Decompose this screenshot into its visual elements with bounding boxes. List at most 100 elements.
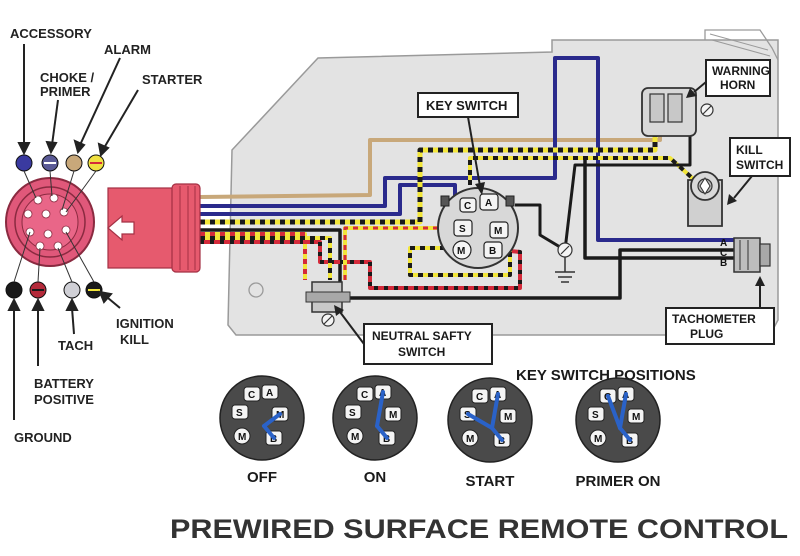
label-choke-primer-2: PRIMER (40, 84, 91, 99)
key-position-label: START (466, 473, 515, 490)
label-starter: STARTER (142, 72, 203, 87)
housing-tab (704, 29, 779, 61)
dial-terminal-letter: C (248, 390, 255, 401)
dial-terminal (589, 429, 607, 447)
svg-text:M: M (494, 226, 502, 237)
label-arrows (7, 44, 139, 420)
key-switch: C A S M M B (437, 187, 519, 269)
key-position-label: OFF (247, 469, 277, 486)
tach-plug-body (733, 237, 761, 273)
dot-tach (63, 281, 81, 299)
tach-terminal-c: C (720, 248, 727, 259)
label-ignition-kill-1: IGNITION (116, 316, 174, 331)
callout-tach-plug-text-1: TACHOMETER (672, 312, 756, 326)
warning-horn (641, 87, 714, 137)
dial-terminal (356, 386, 374, 402)
wire-black-tach-shield (583, 160, 735, 260)
dial-terminal-letter: M (632, 412, 640, 423)
dial-contact-a (618, 392, 628, 430)
callout-tach-plug-text-2: PLUG (690, 327, 723, 341)
wire-blue-accessory (200, 183, 457, 216)
label-battery-positive-2: POSITIVE (34, 392, 94, 407)
callout-kill-switch: KILL SWITCH (727, 137, 791, 205)
dot-ground (5, 281, 23, 299)
wire-blue-tach-loop (200, 56, 735, 242)
dial-terminal-letter: M (389, 410, 397, 421)
wire-labels: ACCESSORY CHOKE / PRIMER ALARM STARTER I… (10, 26, 203, 445)
neutral-safety-switch (305, 281, 351, 327)
dial-terminal (461, 429, 479, 447)
dial-contact-c (606, 394, 622, 430)
dial-contact-b (490, 426, 504, 442)
dial-terminal (346, 427, 364, 445)
callout-key-switch-text: KEY SWITCH (426, 98, 507, 113)
svg-text:C: C (464, 201, 471, 212)
dot-accessory (15, 154, 33, 172)
dial-contact-a (490, 392, 500, 430)
dial-terminal-letter: M (238, 432, 246, 443)
dial-terminal-letter: M (594, 434, 602, 445)
wire-black-ground (200, 228, 735, 300)
pin-connector (5, 177, 95, 267)
dial-terminal (233, 427, 251, 445)
callout-warning-horn-text-1: WARNING (712, 64, 770, 78)
label-ignition-kill-2: KILL (120, 332, 149, 347)
dial-terminal-letter: C (476, 392, 483, 403)
callout-tachometer-plug: TACHOMETER PLUG (665, 276, 775, 345)
label-alarm: ALARM (104, 42, 151, 57)
plug-arrow-icon (107, 214, 135, 242)
tach-terminal-a: A (720, 238, 727, 249)
dial-terminal-letter: A (266, 388, 273, 399)
connector-pins (23, 193, 71, 251)
kill-switch (687, 171, 723, 227)
svg-text:A: A (485, 198, 492, 209)
footer-title: PREWIRED SURFACE REMOTE CONTROL (170, 514, 788, 544)
dial-contact-b (375, 424, 389, 440)
dial-terminal (243, 386, 261, 402)
dial-terminal-letter: M (351, 432, 359, 443)
callout-neutral-text-1: NEUTRAL SAFTY (372, 329, 472, 343)
label-tach: TACH (58, 338, 93, 353)
dial-terminal-letter: M (504, 412, 512, 423)
wire-color-dots (5, 154, 105, 299)
tach-terminal-b: B (720, 258, 727, 269)
label-accessory: ACCESSORY (10, 26, 92, 41)
svg-text:B: B (489, 246, 496, 257)
svg-text:M: M (457, 246, 465, 257)
dot-alarm (65, 154, 83, 172)
key-switch-terminals: C A S M M B (452, 193, 509, 260)
callout-warning-horn: WARNING HORN (686, 59, 771, 98)
dial-terminal (384, 406, 402, 422)
dial-terminal (231, 404, 249, 420)
ground-terminal (555, 242, 575, 283)
dial-terminal-letter: S (236, 408, 243, 419)
label-ground: GROUND (14, 430, 72, 445)
key-position-dial: CASMBMPRIMER ON (575, 377, 661, 490)
key-switch-positions: CASMBMOFFCASMBMONCASMBMSTARTCASMBMPRIMER… (219, 375, 661, 490)
key-position-dial: CASMBMOFF (219, 375, 305, 486)
wire-harness (199, 56, 735, 300)
wire-black-kill (515, 203, 566, 252)
callout-kill-switch-text-1: KILL (736, 143, 763, 157)
callout-kill-switch-text-2: SWITCH (736, 158, 783, 172)
callout-key-switch: KEY SWITCH (417, 92, 519, 195)
key-position-label: ON (364, 469, 387, 486)
harness-plug (107, 183, 201, 273)
key-position-dial: CASMBMON (332, 375, 418, 486)
dial-contact-a (375, 390, 385, 428)
dial-terminal (261, 384, 279, 400)
dial-contact-b (262, 424, 276, 440)
dial-contact-s (466, 412, 494, 430)
dial-terminal-letter: S (349, 408, 356, 419)
wire-black-horn (563, 125, 692, 251)
dial-terminal-letter: S (592, 410, 599, 421)
svg-text:S: S (459, 224, 466, 235)
key-position-label: PRIMER ON (575, 473, 660, 490)
dial-contact-m (262, 412, 282, 428)
tachometer-plug: A C B (720, 237, 771, 273)
key-position-dial: CASMBMSTART (447, 377, 533, 490)
callout-warning-horn-text-2: HORN (720, 78, 755, 92)
dial-terminal (587, 406, 605, 422)
